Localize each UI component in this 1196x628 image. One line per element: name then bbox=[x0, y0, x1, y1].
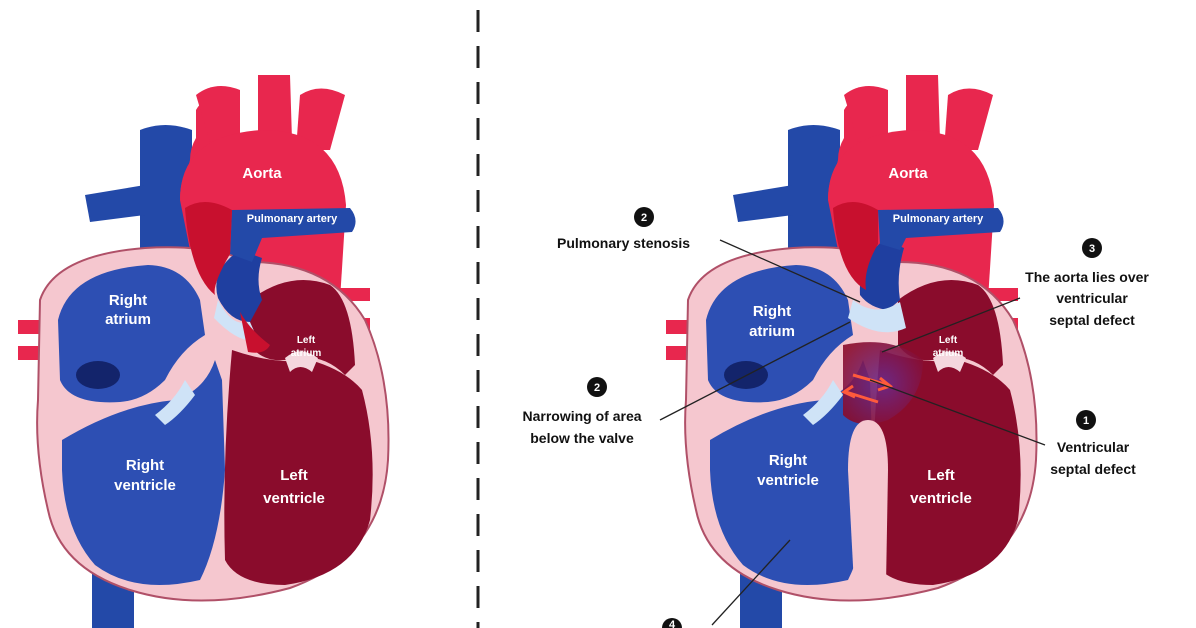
label-right-ventricle-l1: Right bbox=[126, 457, 164, 474]
pulmonary-artery-vessel bbox=[230, 208, 356, 262]
tof-label-right-atrium-l2: atrium bbox=[749, 323, 795, 340]
tof-label-right-atrium-l1: Right bbox=[753, 303, 791, 320]
callout-text-l1: The aorta lies over bbox=[1025, 269, 1149, 285]
aortic-root bbox=[185, 201, 232, 295]
badge-icon bbox=[662, 618, 682, 628]
callout-text: Pulmonary stenosis bbox=[557, 235, 690, 251]
tof-label-left-atrium-l2: atrium bbox=[933, 348, 964, 359]
pulmonary-artery-vessel-tof bbox=[878, 208, 1004, 250]
leader-vsd bbox=[869, 379, 1046, 446]
callout-overriding-aorta: 3 The aorta lies over ventricular septal… bbox=[1025, 238, 1149, 328]
leader-overriding-aorta bbox=[881, 297, 1021, 353]
leader-narrowing bbox=[659, 321, 851, 421]
tof-label-aorta: Aorta bbox=[888, 165, 928, 182]
tof-label-right-ventricle-l1: Right bbox=[769, 452, 807, 469]
label-left-ventricle-l1: Left bbox=[280, 467, 308, 484]
callout-text-l2: septal defect bbox=[1050, 461, 1136, 477]
tof-label-pulmonary-artery: Pulmonary artery bbox=[893, 213, 984, 225]
callout-text-l1: Ventricular bbox=[1057, 439, 1130, 455]
tof-label-left-atrium-l1: Left bbox=[939, 335, 958, 346]
leader-lines bbox=[659, 239, 1046, 626]
callout-text-l2: ventricular bbox=[1056, 290, 1128, 306]
badge-icon bbox=[1076, 410, 1096, 430]
label-aorta: Aorta bbox=[242, 165, 282, 182]
leader-pulmonary-stenosis bbox=[719, 239, 861, 303]
label-right-atrium-l1: Right bbox=[109, 292, 147, 309]
badge-icon bbox=[1082, 238, 1102, 258]
tof-label-right-ventricle-l2: ventricle bbox=[757, 472, 819, 489]
label-pulmonary-artery: Pulmonary artery bbox=[247, 213, 338, 225]
label-right-ventricle-l2: ventricle bbox=[114, 477, 176, 494]
flow-arrow-back bbox=[845, 390, 879, 404]
stenotic-valve bbox=[848, 300, 906, 333]
tof-label-left-ventricle-l1: Left bbox=[927, 467, 955, 484]
badge-number: 1 bbox=[1083, 415, 1089, 427]
callout-text-l2: below the valve bbox=[530, 430, 634, 446]
callout-text-l1: Narrowing of area bbox=[522, 408, 641, 424]
badge-number: 3 bbox=[1089, 243, 1095, 255]
badge-icon bbox=[587, 377, 607, 397]
callout-narrowing: 2 Narrowing of area below the valve bbox=[522, 377, 642, 446]
badge-number: 4 bbox=[669, 619, 676, 628]
label-left-atrium-l1: Left bbox=[297, 335, 316, 346]
callout-vsd: 1 Ventricular septal defect bbox=[1050, 410, 1136, 477]
badge-number: 2 bbox=[641, 212, 647, 224]
badge-icon bbox=[634, 207, 654, 227]
tof-heart: Aorta Pulmonary artery Right atrium Left… bbox=[522, 74, 1149, 628]
pulmonary-trunk bbox=[216, 250, 262, 322]
flow-arrowhead bbox=[877, 376, 894, 392]
overriding-aortic-root bbox=[833, 201, 878, 290]
tof-label-left-ventricle-l2: ventricle bbox=[910, 490, 972, 507]
ventricular-septum bbox=[848, 420, 888, 585]
leader-four bbox=[711, 539, 791, 626]
callout-four: 4 bbox=[662, 618, 682, 628]
label-right-atrium-l2: atrium bbox=[105, 311, 151, 328]
label-left-ventricle-l2: ventricle bbox=[263, 490, 325, 507]
flow-arrowhead-back bbox=[840, 384, 856, 399]
normal-heart: Aorta Pulmonary artery Right atrium Left… bbox=[17, 74, 390, 628]
badge-number: 2 bbox=[594, 382, 600, 394]
callout-text-l3: septal defect bbox=[1049, 312, 1135, 328]
aorta-outflow bbox=[240, 312, 270, 353]
label-left-atrium-l2: atrium bbox=[291, 348, 322, 359]
callout-pulmonary-stenosis: 2 Pulmonary stenosis bbox=[557, 207, 690, 251]
